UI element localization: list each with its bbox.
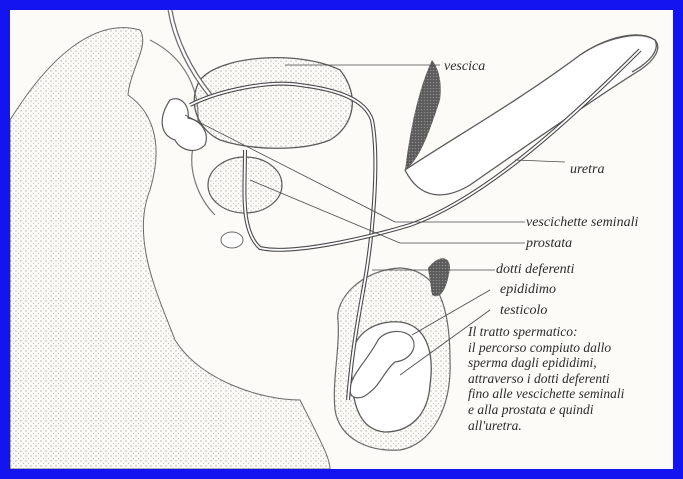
lower-leg-shading bbox=[10, 296, 240, 469]
label-prostata: prostata bbox=[526, 236, 572, 252]
caption-line: all'uretra. bbox=[468, 418, 624, 434]
leader-uretra bbox=[515, 160, 565, 162]
label-dotti-deferenti: dotti deferenti bbox=[496, 262, 574, 278]
label-epididimo: epididimo bbox=[500, 282, 556, 298]
caption-line: fino alle vescichette seminali bbox=[468, 386, 624, 402]
label-vescichette-seminali: vescichette seminali bbox=[526, 215, 638, 231]
label-testicolo: testicolo bbox=[500, 303, 547, 319]
caption-line: il percorso compiuto dallo bbox=[468, 340, 624, 356]
caption-line: e alla prostata e quindi bbox=[468, 402, 624, 418]
caption-line: Il tratto spermatico: bbox=[468, 324, 624, 340]
leader-prostata bbox=[250, 180, 400, 243]
label-uretra: uretra bbox=[570, 162, 604, 178]
caption-line: sperma dagli epididimi, bbox=[468, 355, 624, 371]
penis-outline bbox=[405, 35, 658, 195]
bladder bbox=[194, 58, 352, 149]
bulbourethral-gland bbox=[221, 232, 243, 248]
caption: Il tratto spermatico: il percorso compiu… bbox=[468, 324, 624, 433]
illustration-canvas: vescica uretra vescichette seminali pros… bbox=[10, 10, 673, 469]
label-vescica: vescica bbox=[444, 59, 485, 75]
caption-line: attraverso i dotti deferenti bbox=[468, 371, 624, 387]
